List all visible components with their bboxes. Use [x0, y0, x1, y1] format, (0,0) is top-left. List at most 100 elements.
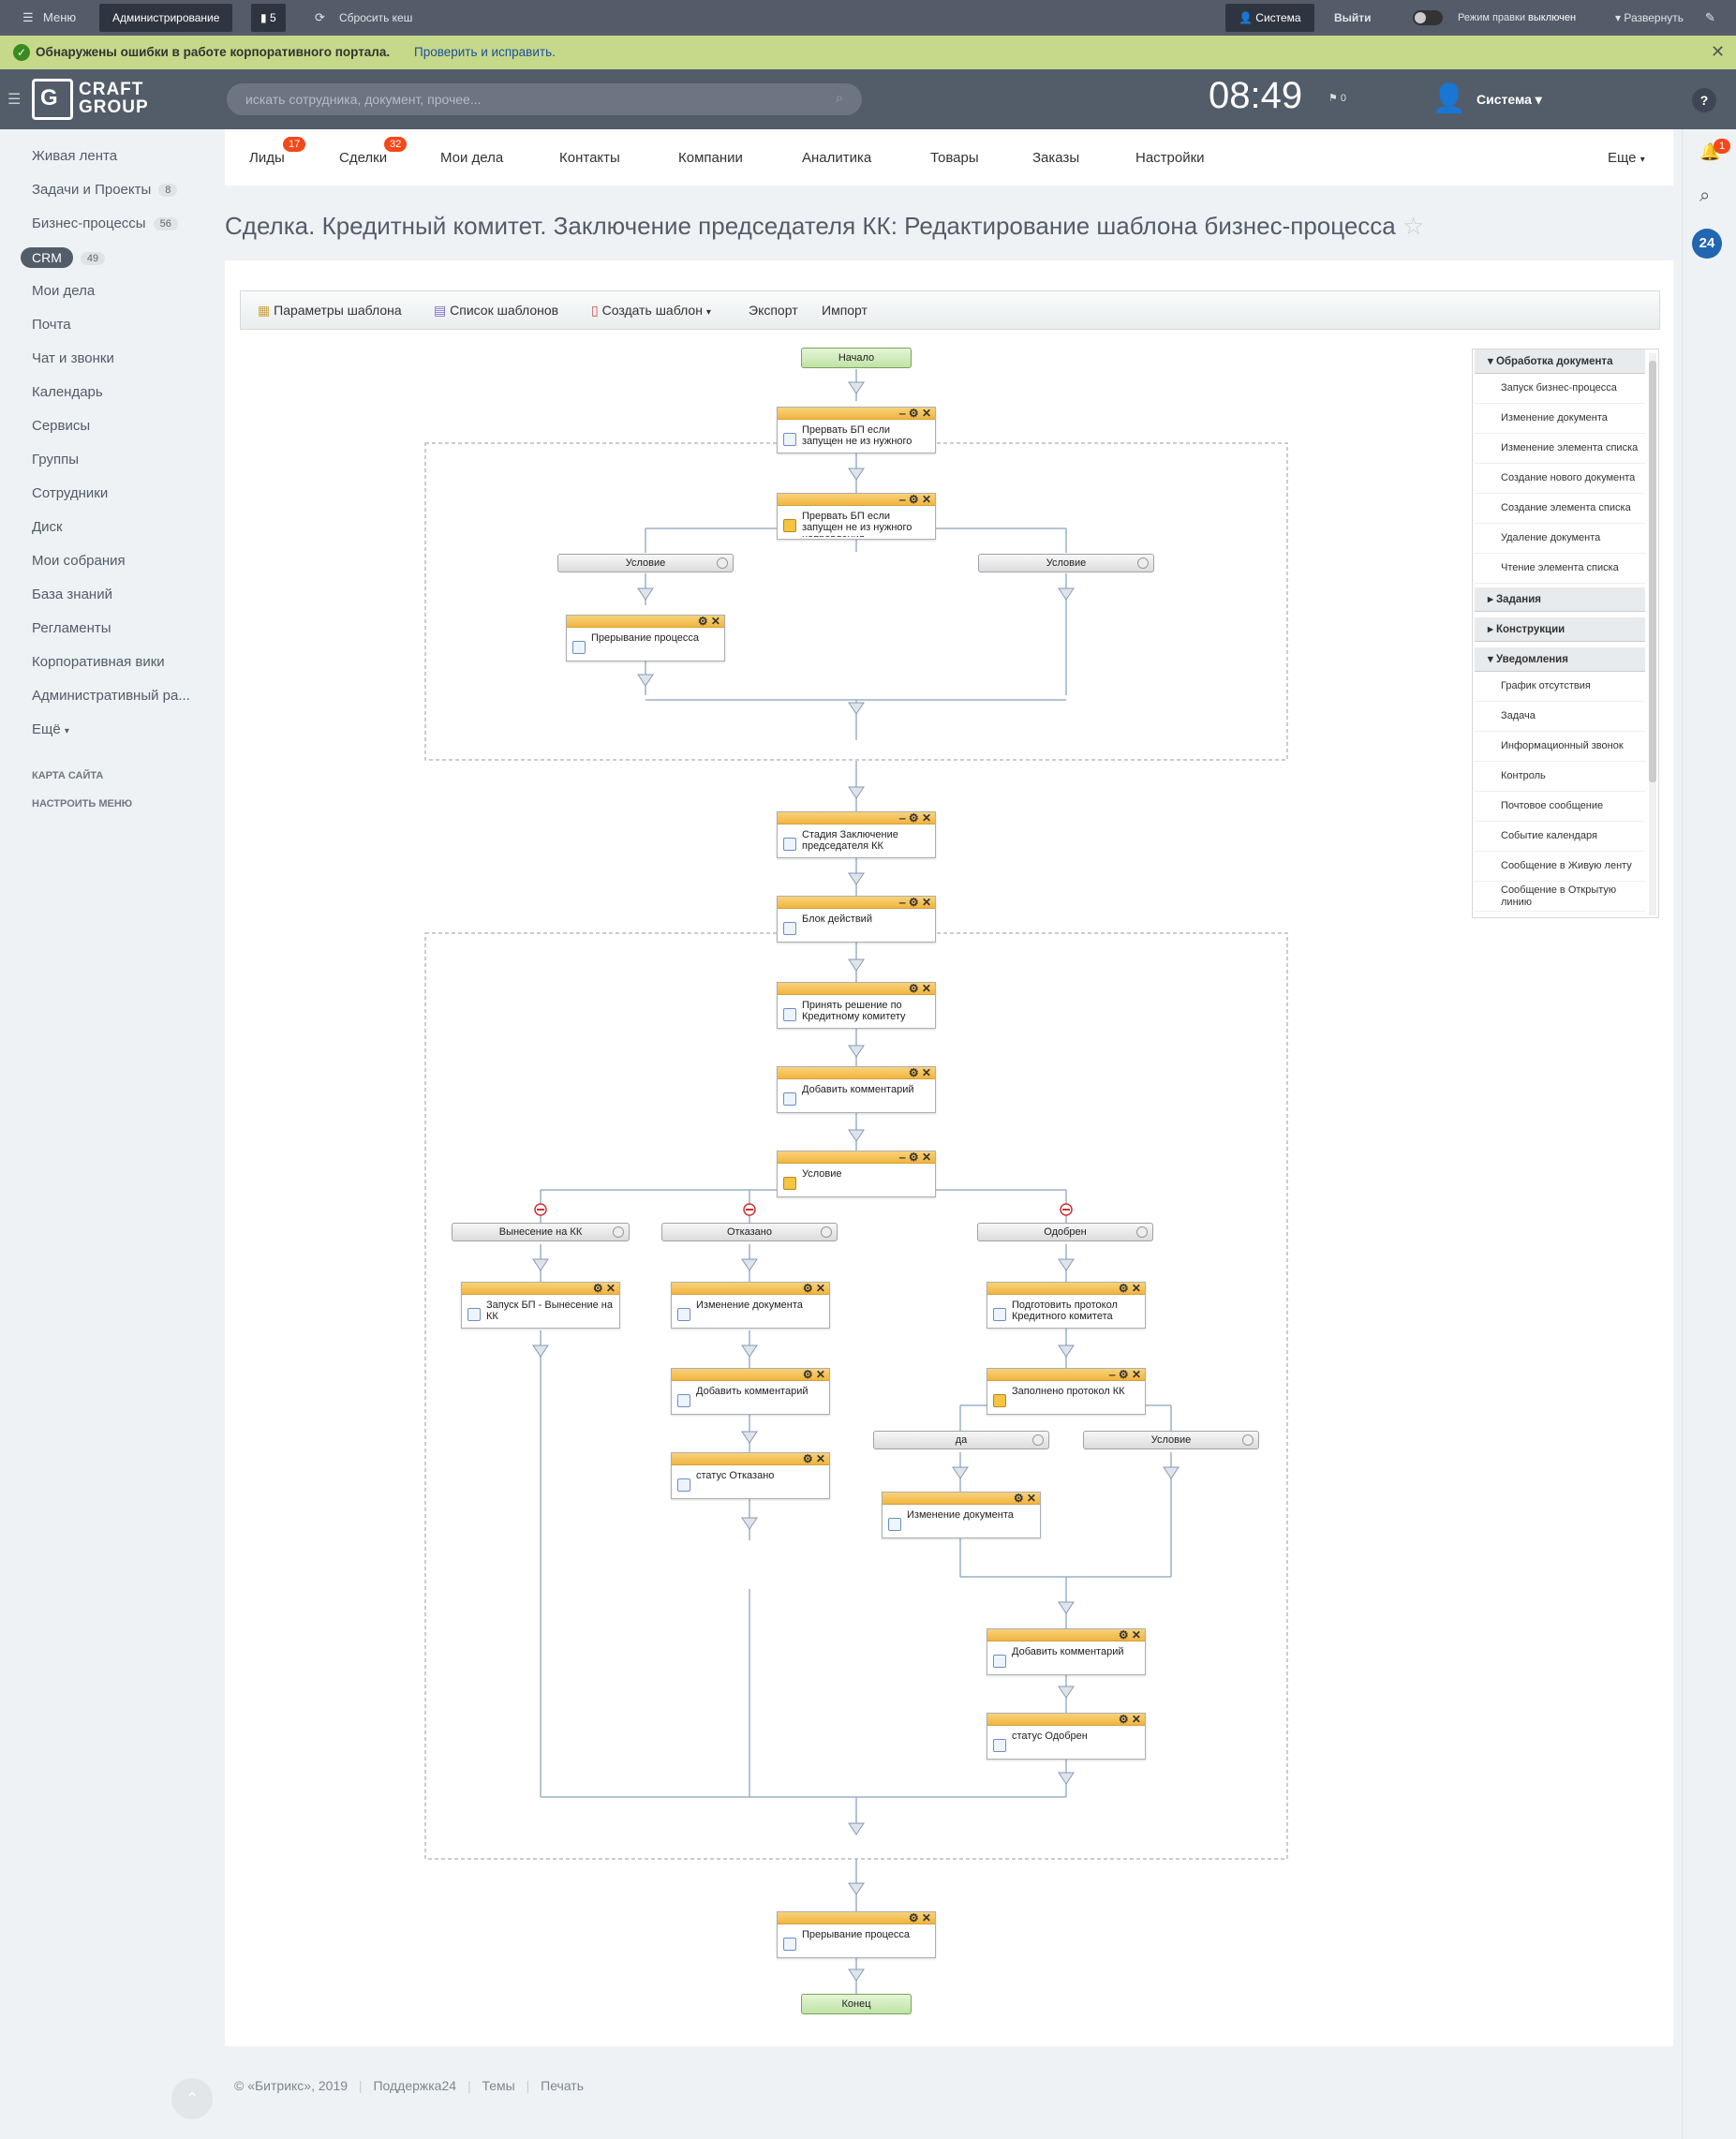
- palette-item[interactable]: Чтение элемента списка: [1475, 554, 1645, 584]
- clear-cache-button[interactable]: Сбросить кеш: [339, 11, 413, 24]
- activity-block[interactable]: ⚙ ✕Добавить комментарий: [777, 1066, 936, 1113]
- export-button[interactable]: Экспорт: [749, 303, 798, 318]
- condition-branch[interactable]: Одобрен: [977, 1223, 1153, 1241]
- menu-item-chat[interactable]: Чат и звонки: [32, 350, 114, 366]
- tab-orders[interactable]: Заказы: [1032, 150, 1080, 166]
- hamburger-icon[interactable]: ☰: [7, 92, 22, 108]
- condition-branch[interactable]: Условие: [1083, 1431, 1259, 1449]
- refresh-icon[interactable]: ⟳: [315, 10, 325, 24]
- close-icon[interactable]: ✕: [1711, 42, 1726, 61]
- menu-item-feed[interactable]: Живая лента: [32, 148, 118, 164]
- edit-mode-toggle[interactable]: [1413, 10, 1443, 25]
- activity-block[interactable]: ⚙ ✕статус Одобрен: [987, 1713, 1146, 1760]
- menu-item-employees[interactable]: Сотрудники: [32, 485, 109, 501]
- user-menu-button[interactable]: Система ▾: [1476, 92, 1542, 107]
- support-link[interactable]: Поддержка24: [373, 2078, 457, 2093]
- themes-link[interactable]: Темы: [482, 2078, 515, 2093]
- palette-item[interactable]: Удаление документа: [1475, 524, 1645, 554]
- palette-group-notifications[interactable]: ▾ Уведомления: [1475, 647, 1645, 672]
- end-node[interactable]: Конец: [801, 1994, 912, 2014]
- menu-item-disk[interactable]: Диск: [32, 519, 63, 535]
- flag-counter[interactable]: ⚑ 0: [1328, 93, 1347, 104]
- menu-item-services[interactable]: Сервисы: [32, 418, 91, 434]
- palette-item[interactable]: Задача: [1475, 702, 1645, 732]
- menu-item-groups[interactable]: Группы: [32, 452, 79, 468]
- activity-block[interactable]: ‒ ⚙ ✕Прервать БП если запущен не из нужн…: [777, 407, 936, 453]
- search-icon[interactable]: ⌕: [836, 90, 843, 105]
- condition-branch[interactable]: Условие: [978, 554, 1154, 572]
- activity-block[interactable]: ⚙ ✕Запуск БП - Вынесение на КК: [461, 1282, 620, 1329]
- palette-item[interactable]: Сообщение в Живую ленту: [1475, 852, 1645, 882]
- create-template-button[interactable]: ▯ Создать шаблон ▾: [591, 303, 711, 318]
- tab-leads[interactable]: Лиды: [249, 150, 285, 166]
- menu-item-calendar[interactable]: Календарь: [32, 384, 103, 400]
- tab-settings[interactable]: Настройки: [1135, 150, 1205, 166]
- print-link[interactable]: Печать: [541, 2078, 585, 2093]
- fix-errors-link[interactable]: Проверить и исправить.: [414, 45, 556, 59]
- activity-condition[interactable]: ‒ ⚙ ✕Условие: [777, 1151, 936, 1197]
- administration-button[interactable]: Администрирование: [99, 4, 233, 32]
- palette-item[interactable]: Изменение документа: [1475, 404, 1645, 434]
- palette-item[interactable]: Сообщение в Открытую линию: [1475, 882, 1645, 912]
- palette-item[interactable]: Информационный звонок: [1475, 732, 1645, 762]
- condition-branch[interactable]: Вынесение на КК: [452, 1223, 630, 1241]
- template-list-button[interactable]: ▤ Список шаблонов: [434, 303, 559, 318]
- activity-block[interactable]: ⚙ ✕Добавить комментарий: [671, 1368, 830, 1415]
- star-icon[interactable]: ☆: [1402, 212, 1425, 240]
- search-icon[interactable]: ⌕: [1699, 186, 1711, 206]
- condition-branch[interactable]: Отказано: [661, 1223, 838, 1241]
- activity-condition[interactable]: ‒ ⚙ ✕Прервать БП если запущен не из нужн…: [777, 493, 936, 540]
- logo-icon[interactable]: G: [32, 79, 73, 120]
- palette-item[interactable]: Изменение элемента списка: [1475, 434, 1645, 464]
- admin-menu-button[interactable]: Меню: [43, 10, 77, 24]
- menu-item-wiki[interactable]: Корпоративная вики: [32, 654, 165, 670]
- activity-block[interactable]: ⚙ ✕Подготовить протокол Кредитного комит…: [987, 1282, 1146, 1329]
- scroll-up-button[interactable]: ⌃: [171, 2078, 213, 2119]
- activity-block[interactable]: ⚙ ✕Принять решение по Кредитному комитет…: [777, 982, 936, 1029]
- menu-item-knowledge[interactable]: База знаний: [32, 587, 112, 602]
- condition-branch[interactable]: да: [873, 1431, 1049, 1449]
- help-icon[interactable]: ?: [1692, 88, 1716, 112]
- condition-branch[interactable]: Условие: [557, 554, 734, 572]
- activity-block[interactable]: ‒ ⚙ ✕Блок действий: [777, 896, 936, 943]
- activity-block[interactable]: ⚙ ✕Добавить комментарий: [987, 1628, 1146, 1675]
- logout-button[interactable]: Выйти: [1334, 11, 1372, 24]
- configure-menu-link[interactable]: НАСТРОИТЬ МЕНЮ: [32, 798, 133, 810]
- palette-item[interactable]: Создание элемента списка: [1475, 494, 1645, 524]
- tab-deals[interactable]: Сделки: [339, 150, 388, 166]
- tab-contacts[interactable]: Контакты: [559, 150, 620, 166]
- activity-block[interactable]: ⚙ ✕Изменение документа: [671, 1282, 830, 1329]
- activity-condition[interactable]: ‒ ⚙ ✕Заполнено протокол КК: [987, 1368, 1146, 1415]
- palette-group-constructs[interactable]: ▸ Конструкции: [1475, 617, 1645, 642]
- activity-block[interactable]: ⚙ ✕Изменение документа: [882, 1492, 1041, 1538]
- user-avatar-icon[interactable]: 👤: [1432, 83, 1467, 114]
- activity-block[interactable]: ‒ ⚙ ✕Стадия Заключение председателя КК: [777, 811, 936, 858]
- menu-item-meetings[interactable]: Мои собрания: [32, 553, 126, 569]
- sitemap-link[interactable]: КАРТА САЙТА: [32, 770, 104, 781]
- notifications-button[interactable]: ▮ 5: [251, 4, 286, 32]
- tab-activities[interactable]: Мои дела: [440, 150, 504, 166]
- tab-more[interactable]: Еще ▾: [1608, 150, 1645, 166]
- menu-item-regulations[interactable]: Регламенты: [32, 620, 111, 636]
- import-button[interactable]: Импорт: [822, 303, 868, 318]
- palette-group-tasks[interactable]: ▸ Задания: [1475, 587, 1645, 612]
- activity-block[interactable]: ⚙ ✕статус Отказано: [671, 1452, 830, 1499]
- palette-item[interactable]: График отсутствия: [1475, 672, 1645, 702]
- menu-item-mail[interactable]: Почта: [32, 317, 71, 333]
- activity-block[interactable]: ⚙ ✕Прерывание процесса: [777, 1911, 936, 1958]
- menu-icon[interactable]: ☰: [22, 10, 34, 24]
- palette-scrollbar[interactable]: [1649, 353, 1656, 915]
- start-node[interactable]: Начало: [801, 348, 912, 368]
- activity-block[interactable]: ⚙ ✕Прерывание процесса: [566, 615, 725, 661]
- menu-item-admin[interactable]: Административный ра...: [32, 688, 190, 704]
- tab-companies[interactable]: Компании: [678, 150, 743, 166]
- palette-group-documents[interactable]: ▾ Обработка документа: [1475, 349, 1645, 374]
- admin-user-button[interactable]: 👤 Система: [1225, 4, 1314, 32]
- menu-item-more[interactable]: Ещё ▾: [32, 721, 69, 737]
- palette-item[interactable]: Контроль: [1475, 762, 1645, 792]
- search-input[interactable]: искать сотрудника, документ, прочее...: [227, 83, 862, 115]
